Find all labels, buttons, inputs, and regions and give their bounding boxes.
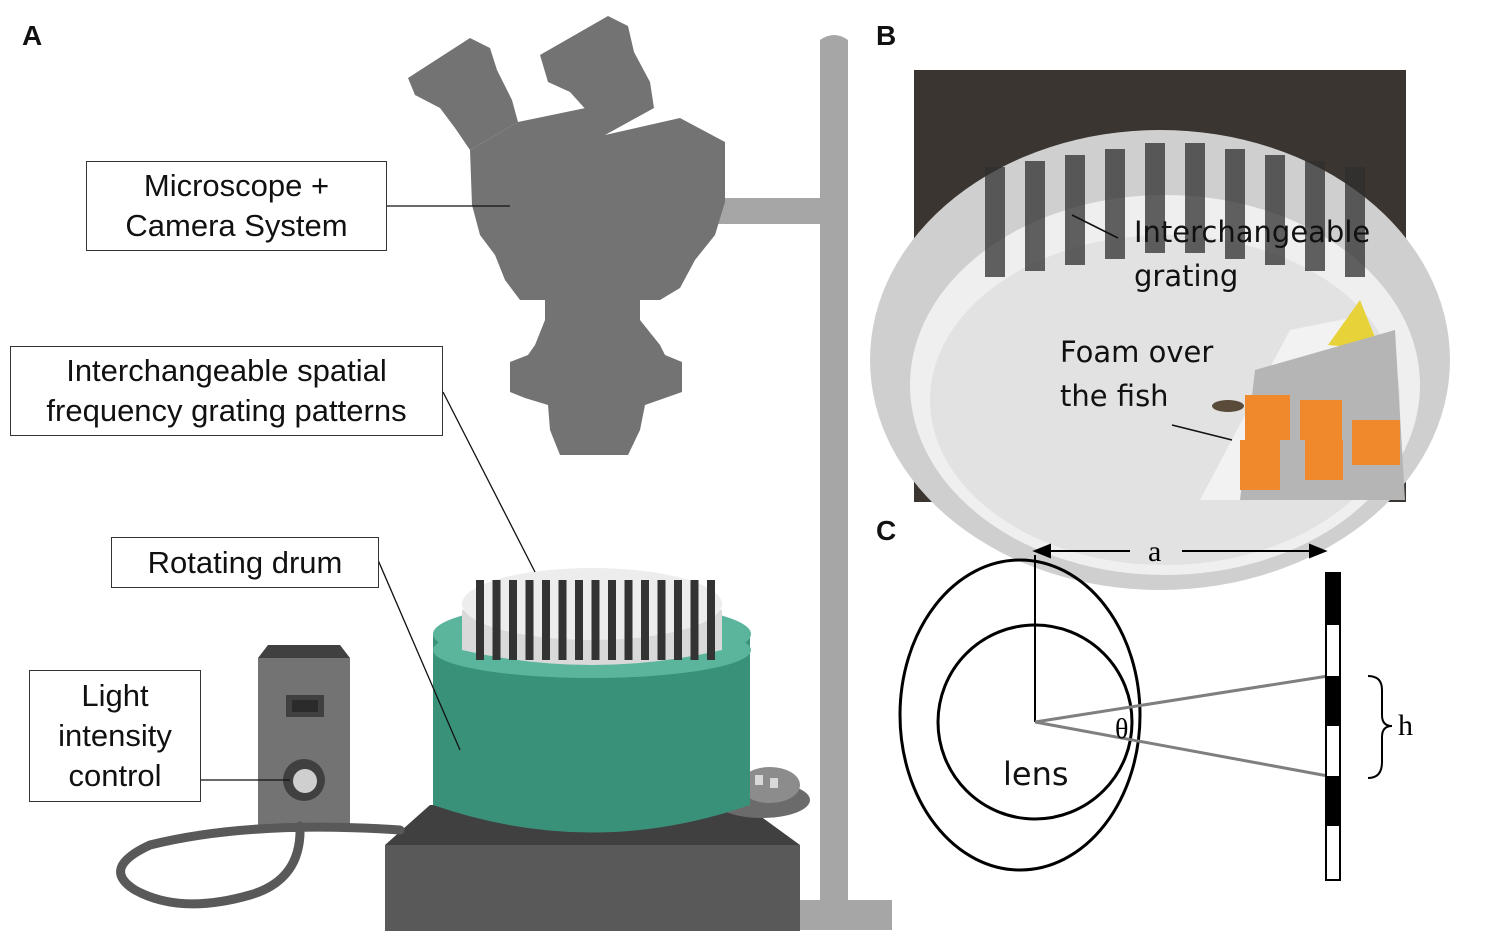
label-microscope: Microscope + Camera System bbox=[86, 161, 387, 251]
photo-label-grating-line1: Interchangeable bbox=[1134, 215, 1371, 249]
photo-grating-stripe bbox=[1145, 143, 1165, 253]
stand bbox=[715, 35, 892, 930]
photo-grating-stripe bbox=[985, 167, 1005, 277]
grating-stripe bbox=[624, 580, 633, 660]
photo-label-foam: Foam over the fish bbox=[1060, 330, 1213, 418]
height-bracket bbox=[1367, 675, 1393, 779]
label-grating-patterns: Interchangeable spatial frequency gratin… bbox=[10, 346, 443, 436]
grating-stripe bbox=[575, 580, 583, 660]
label-distance-a: a bbox=[1148, 535, 1161, 568]
photo-grating-stripes bbox=[985, 143, 1365, 277]
photo-label-grating-line2: grating bbox=[1134, 259, 1239, 293]
photo-grating-stripe bbox=[1265, 155, 1285, 265]
photo-grating-stripe bbox=[1185, 143, 1205, 253]
panel-letter-a: A bbox=[22, 20, 43, 51]
label-light-line3: control bbox=[68, 758, 162, 793]
optics-diagram bbox=[898, 555, 1142, 872]
grating-stripe bbox=[558, 580, 567, 660]
panel-letter-b: B bbox=[876, 20, 897, 51]
photo-grating-stripe bbox=[1025, 161, 1045, 271]
photo-grating-stripe bbox=[1345, 167, 1365, 277]
grating-bar bbox=[1325, 572, 1341, 881]
eye-outline bbox=[898, 558, 1142, 872]
grating-stripe bbox=[674, 580, 682, 660]
grating-stripe bbox=[542, 580, 550, 660]
photo-label-grating: Interchangeable grating bbox=[1134, 210, 1370, 298]
label-height-h: h bbox=[1398, 709, 1413, 742]
label-lens: lens bbox=[1003, 755, 1069, 793]
label-light-control: Light intensity control bbox=[29, 670, 201, 802]
label-rotating-drum: Rotating drum bbox=[111, 537, 379, 588]
label-grating-line1: Interchangeable spatial bbox=[66, 353, 387, 388]
photo-panel bbox=[870, 70, 1450, 590]
grating-stripe bbox=[492, 580, 501, 660]
grating-stripe bbox=[608, 580, 616, 660]
grating-stripe bbox=[657, 580, 666, 660]
rotating-drum bbox=[433, 568, 751, 833]
grating-stripe bbox=[509, 580, 517, 660]
label-microscope-line1: Microscope + bbox=[143, 168, 330, 203]
microscope-silhouette bbox=[408, 16, 725, 455]
grating-stripe bbox=[641, 580, 649, 660]
label-light-line2: intensity bbox=[58, 718, 172, 753]
label-drum-text: Rotating drum bbox=[147, 544, 343, 580]
photo-label-foam-line2: the fish bbox=[1060, 379, 1169, 413]
photo-label-foam-line1: Foam over bbox=[1060, 335, 1214, 369]
label-light-line1: Light bbox=[81, 678, 149, 713]
grating-stripe bbox=[690, 580, 699, 660]
photo-grating-stripe bbox=[1105, 149, 1125, 259]
label-microscope-line2: Camera System bbox=[125, 208, 348, 243]
panel-letter-c: C bbox=[876, 515, 897, 546]
photo-grating-stripe bbox=[1305, 161, 1325, 271]
grating-stripe bbox=[591, 580, 600, 660]
leader-lines-a bbox=[200, 205, 536, 781]
photo-grating-stripe bbox=[1225, 149, 1245, 259]
grating-stripes bbox=[476, 580, 715, 660]
photo-grating-stripe bbox=[1065, 155, 1085, 265]
label-angle-theta: θ bbox=[1115, 714, 1128, 745]
visual-angle-rays bbox=[1034, 674, 1329, 778]
grating-stripe bbox=[476, 580, 484, 660]
light-control-box bbox=[116, 645, 405, 909]
grating-stripe bbox=[707, 580, 715, 660]
distance-arrow bbox=[1032, 543, 1328, 559]
label-grating-line2: frequency grating patterns bbox=[46, 393, 407, 428]
grating-stripe bbox=[525, 580, 534, 660]
